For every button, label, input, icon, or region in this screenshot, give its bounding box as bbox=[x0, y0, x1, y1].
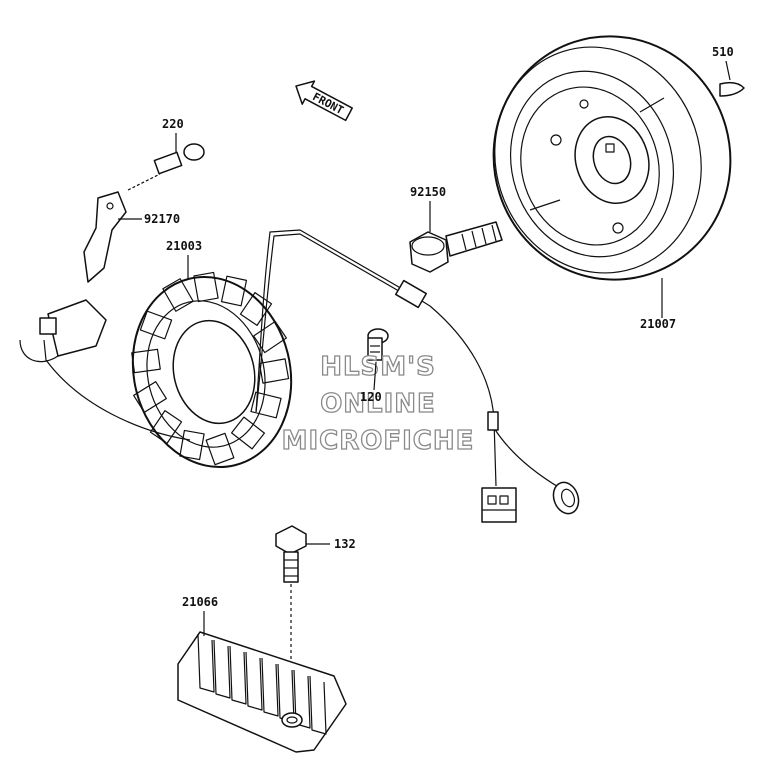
flywheel-rotor[interactable] bbox=[462, 6, 757, 311]
part-label-21066: 21066 bbox=[182, 595, 218, 609]
stator[interactable] bbox=[113, 260, 311, 484]
callout-92150[interactable]: 92150 bbox=[410, 185, 446, 232]
coupler-connector[interactable] bbox=[481, 487, 517, 523]
part-label-132: 132 bbox=[334, 537, 356, 551]
part-label-92170: 92170 bbox=[144, 212, 180, 226]
watermark-line-2: ONLINE bbox=[320, 389, 436, 419]
front-arrow: FRONT bbox=[295, 80, 353, 122]
part-label-21003: 21003 bbox=[166, 239, 202, 253]
part-label-220: 220 bbox=[162, 117, 184, 131]
callout-510[interactable]: 510 bbox=[712, 45, 734, 81]
wire-grommet[interactable] bbox=[549, 479, 582, 517]
part-label-120: 120 bbox=[360, 390, 382, 404]
bolt-220[interactable] bbox=[127, 143, 205, 191]
regulator-rectifier[interactable] bbox=[177, 631, 347, 753]
callout-21066[interactable]: 21066 bbox=[182, 595, 218, 636]
watermark-line-1: HLSM'S bbox=[320, 352, 436, 382]
part-label-21007: 21007 bbox=[640, 317, 676, 331]
callout-220[interactable]: 220 bbox=[162, 117, 184, 152]
wire-harness bbox=[43, 229, 561, 489]
wire-clamp[interactable] bbox=[83, 191, 127, 283]
flywheel-bolt[interactable] bbox=[409, 221, 503, 273]
woodruff-key[interactable] bbox=[719, 81, 745, 97]
callout-21003[interactable]: 21003 bbox=[166, 239, 202, 280]
bolt-132[interactable] bbox=[275, 525, 307, 706]
pickup-coil[interactable] bbox=[19, 299, 107, 363]
callout-120[interactable]: 120 bbox=[360, 361, 382, 404]
bolt-120[interactable] bbox=[367, 328, 389, 361]
callout-92170[interactable]: 92170 bbox=[118, 212, 180, 226]
part-label-510: 510 bbox=[712, 45, 734, 59]
part-label-92150: 92150 bbox=[410, 185, 446, 199]
front-label: FRONT bbox=[310, 90, 346, 117]
callout-21007[interactable]: 21007 bbox=[640, 278, 676, 331]
watermark: HLSM'S ONLINE MICROFICHE bbox=[281, 351, 475, 456]
watermark-line-3: MICROFICHE bbox=[282, 426, 475, 456]
callout-132[interactable]: 132 bbox=[306, 537, 356, 551]
